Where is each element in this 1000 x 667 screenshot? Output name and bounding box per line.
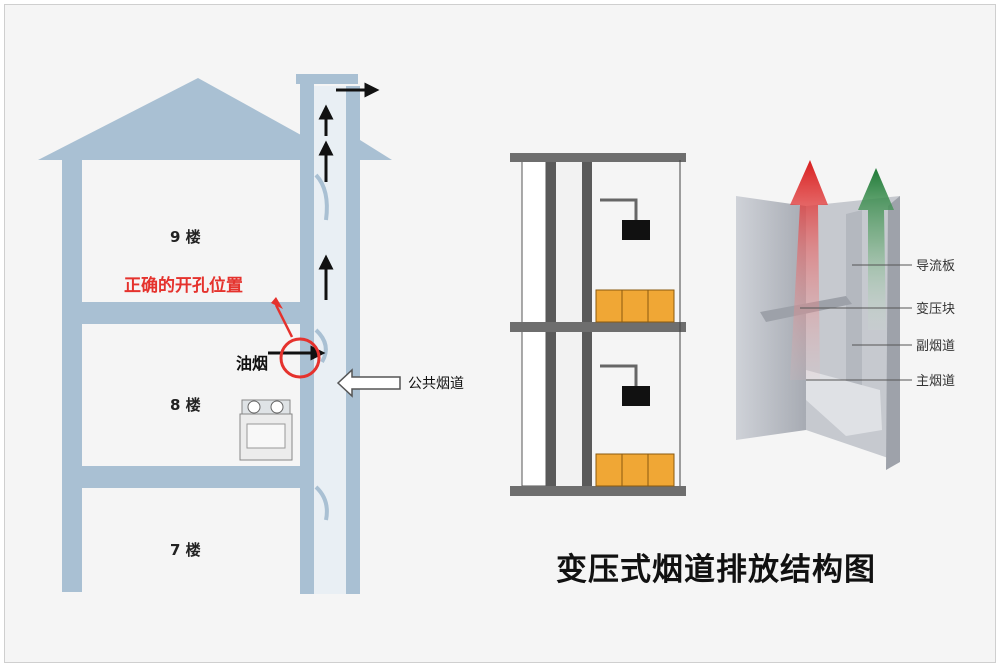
- fume-label: 油烟: [236, 354, 268, 373]
- flue-wall-right: [346, 86, 360, 594]
- left-wall: [62, 160, 82, 592]
- slab-8-7: [62, 466, 308, 488]
- roof-right: [360, 140, 392, 160]
- floor-label-7: 7 楼: [170, 541, 201, 559]
- kitchen-slab-bot: [510, 486, 686, 496]
- baffle-9: [314, 173, 329, 221]
- part-label-main-flue: 主烟道: [916, 374, 955, 389]
- part-label-sub-flue: 副烟道: [916, 339, 955, 354]
- kitchen-slab-top: [510, 154, 686, 162]
- floor-label-8: 8 楼: [170, 396, 201, 414]
- range-hood-upper: [622, 220, 650, 240]
- floor-label-9: 9 楼: [170, 228, 201, 246]
- flue-wall-left: [300, 74, 314, 594]
- bottom-wedge: [806, 370, 882, 436]
- range-hood-lower: [622, 386, 650, 406]
- hole-highlight: [279, 337, 321, 379]
- flue-front-edge: [886, 196, 900, 470]
- kitchen-section: [510, 153, 686, 496]
- slab-9-8: [62, 302, 308, 324]
- hole-pointer-head: [271, 297, 283, 309]
- green-flow-arrow: [858, 168, 894, 330]
- public-flue-arrow-icon: [336, 368, 401, 398]
- part-label-pressure-block: 变压块: [916, 301, 955, 317]
- red-flow-arrow: [790, 160, 828, 380]
- building-section: 9 楼 8 楼 7 楼 正确的开孔位置 油烟 公共烟道: [38, 74, 464, 594]
- hole-pointer: [274, 304, 294, 338]
- baffle-7: [314, 485, 329, 521]
- stove-icon: [239, 399, 293, 461]
- flue-3d-model: 导流板 变压块 副烟道 主烟道: [736, 160, 955, 470]
- correct-hole-label: 正确的开孔位置: [124, 275, 243, 296]
- cabinet-lower: [595, 453, 675, 487]
- public-flue-label: 公共烟道: [408, 376, 464, 392]
- roof: [38, 78, 310, 160]
- kitchen-slab-mid: [510, 322, 686, 332]
- cabinet-upper: [595, 289, 675, 323]
- flue-cap: [296, 74, 358, 84]
- flue-inner: [314, 86, 346, 594]
- diagram-title: 变压式烟道排放结构图: [556, 552, 876, 588]
- part-label-guide-plate: 导流板: [916, 259, 955, 274]
